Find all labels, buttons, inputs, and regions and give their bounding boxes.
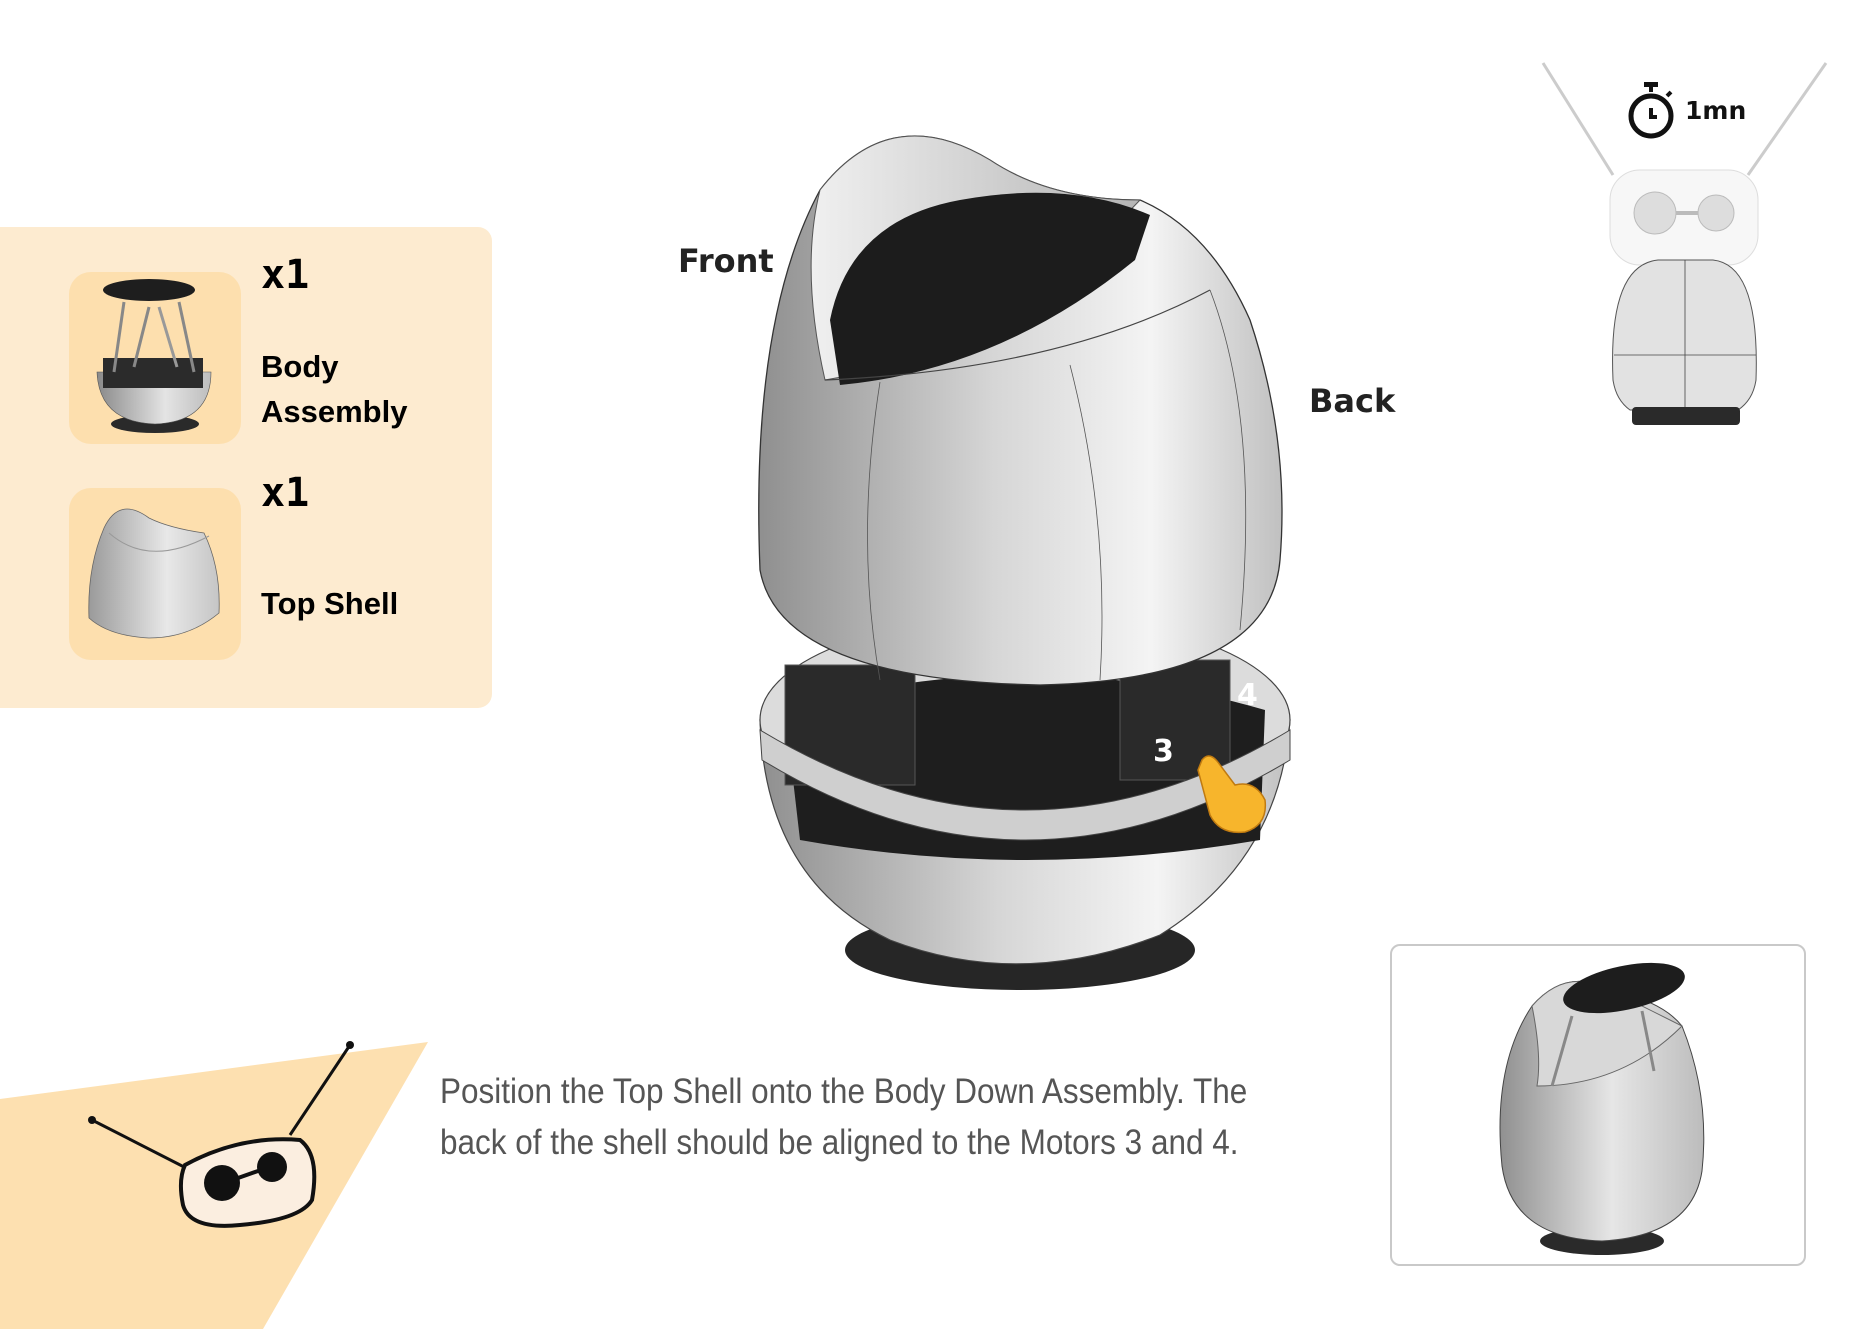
part-quantity: x1 [261,470,310,516]
motor-3-label: 3 [1153,734,1174,769]
top-shell-thumbnail [69,488,241,660]
body-assembly-thumbnail [69,272,241,444]
motor-4-label: 4 [1237,678,1258,713]
instruction-line: Position the Top Shell onto the Body Dow… [440,1072,1248,1111]
reference-robot-illustration [1541,62,1828,425]
result-preview-frame [1390,944,1806,1266]
duration-label: 1mn [1685,96,1747,125]
instruction-text: Position the Top Shell onto the Body Dow… [440,1066,1304,1168]
back-label: Back [1309,382,1396,420]
instruction-line: back of the shell should be aligned to t… [440,1123,1239,1162]
mascot-decoration [0,1041,428,1329]
pointing-hand-icon [1197,755,1267,834]
parts-panel: x1 Body Assembly x1 Top Shell [0,227,492,708]
assembled-robot-preview [1499,962,1705,1255]
part-name: Body [261,349,339,384]
part-name: Top Shell [261,586,399,621]
part-name: Assembly [261,394,408,429]
front-label: Front [678,242,774,280]
stopwatch-icon [1628,82,1674,139]
part-quantity: x1 [261,252,310,298]
robot-assembly-illustration: 3 4 [758,135,1291,990]
